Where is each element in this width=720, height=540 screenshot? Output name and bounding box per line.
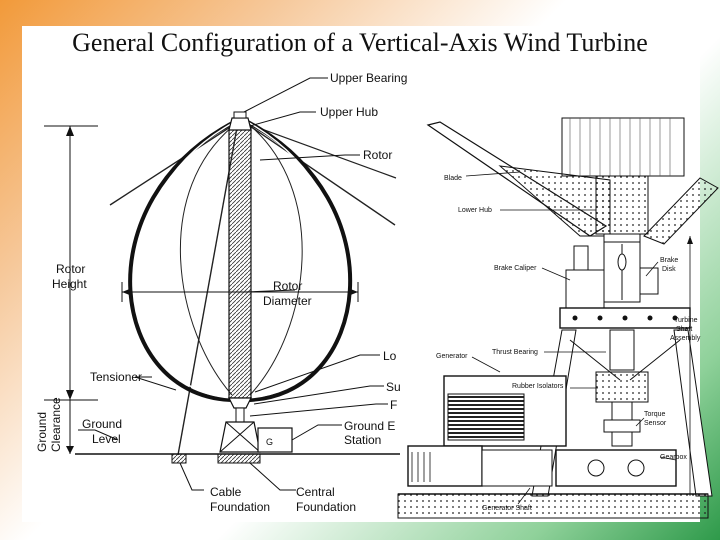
rubber-isolators: [595, 371, 649, 403]
torque-sensor: [603, 419, 641, 433]
label-ground-level-2: Level: [92, 432, 121, 446]
label-rotor-diameter-1: Rotor: [273, 279, 302, 293]
label-rotor-height-2: Height: [52, 277, 87, 291]
detail-base-floor: [397, 493, 709, 519]
label-turbine-shaft-1: Turbine: [674, 317, 698, 324]
lower-hub-body: [595, 175, 649, 235]
label-brake-caliper: Brake Caliper: [494, 265, 537, 272]
slide-title: General Configuration of a Vertical-Axis…: [72, 28, 648, 57]
label-generator-shaft: Generator Shaft: [482, 505, 532, 512]
generator-grill: [447, 393, 525, 441]
guy-cable-left-lower: [177, 121, 239, 456]
label-central-foundation-1: Central: [296, 485, 335, 499]
label-ground-station-1: Ground E: [344, 419, 395, 433]
label-lo: Lo: [383, 349, 397, 363]
label-brake-disk-2: Disk: [662, 266, 676, 273]
label-ground-station-2: Station: [344, 433, 381, 447]
label-f: F: [390, 398, 397, 412]
label-brake-disk-1: Brake: [660, 257, 678, 264]
label-turbine-shaft-3: Assembly: [670, 335, 701, 342]
label-central-foundation-2: Foundation: [296, 500, 356, 514]
guy-cable-right: [243, 121, 396, 226]
label-ground-clearance-2: Clearance: [49, 397, 63, 452]
cable-foundation: [171, 453, 187, 464]
label-blade: Blade: [444, 175, 462, 182]
gearbox: [555, 449, 677, 487]
lower-hub: [228, 397, 252, 409]
label-lower-hub: Lower Hub: [458, 207, 492, 214]
label-torque-sensor-2: Sensor: [644, 420, 667, 427]
label-cable-foundation-2: Foundation: [210, 500, 270, 514]
label-turbine-shaft-2: Shaft: [676, 326, 692, 333]
brake-caliper: [565, 269, 605, 313]
label-generator: Generator: [436, 353, 468, 360]
label-gearbox: Gearbox: [660, 454, 687, 461]
label-upper-bearing: Upper Bearing: [330, 71, 407, 85]
label-torque-sensor-1: Torque: [644, 411, 666, 418]
label-ground-level-1: Ground: [82, 417, 122, 431]
label-ground-clearance-1: Ground: [35, 412, 49, 452]
label-rotor-diameter-2: Diameter: [263, 294, 312, 308]
label-su: Su: [386, 380, 401, 394]
central-foundation: [217, 453, 261, 464]
guy-cable-left: [109, 121, 239, 206]
label-rotor: Rotor: [363, 148, 392, 162]
blade-root-housing: [561, 117, 685, 177]
label-upper-hub: Upper Hub: [320, 105, 378, 119]
station-box-label: G: [266, 437, 273, 447]
label-cable-foundation-1: Cable: [210, 485, 242, 499]
label-rubber-isolators: Rubber Isolators: [512, 383, 564, 390]
ground-station-box: [257, 427, 293, 453]
blade-arm-right: [643, 177, 719, 245]
label-thrust-bearing: Thrust Bearing: [492, 349, 538, 356]
label-rotor-height-1: Rotor: [56, 262, 85, 276]
label-tensioner: Tensioner: [90, 370, 142, 384]
support-leg-right: [673, 329, 713, 497]
